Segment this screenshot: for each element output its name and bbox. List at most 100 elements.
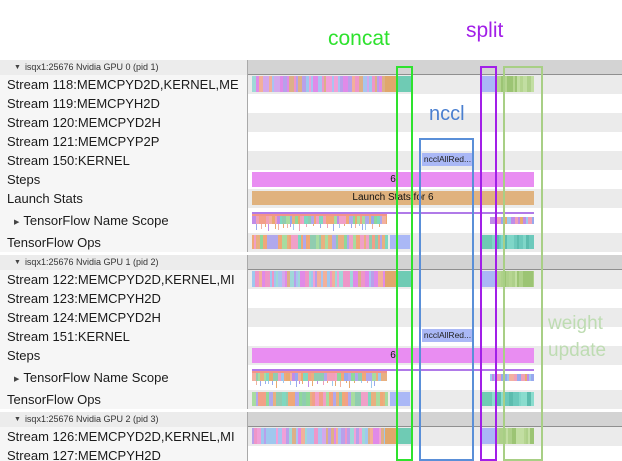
trace-segment [266,428,270,444]
nccl-op-event[interactable] [390,392,410,406]
op-event[interactable] [481,235,492,249]
trace-segment [260,373,264,381]
namescope-span-line[interactable] [252,369,534,371]
concat-event[interactable] [397,428,413,444]
trace-segment [266,373,269,381]
trace-segment [514,374,517,381]
trace-segment [283,76,287,92]
launch-stats-text: Launch Stats for 6 [352,192,434,203]
dense-events-cluster[interactable] [252,428,385,444]
track-label-cell[interactable]: ▶TensorFlow Name Scope [0,208,248,233]
dense-ops-cluster[interactable] [252,235,388,249]
namescope-events-cluster[interactable] [252,216,387,224]
section-gap [0,252,622,255]
trace-segment [289,235,291,249]
collapse-icon[interactable]: ▼ [14,64,21,71]
concat-event[interactable] [397,271,413,287]
trace-segment [385,392,388,406]
trace-segment [269,373,273,381]
memcpy-event[interactable] [385,271,397,287]
trace-segment [359,428,362,444]
track-label-cell: TensorFlow Ops [0,233,248,252]
dense-events-cluster[interactable] [252,76,385,92]
nccl-op-event[interactable] [390,235,410,249]
trace-segment [376,392,380,406]
trace-segment [337,216,339,224]
namescope-stem [374,381,375,386]
collapse-icon[interactable]: ▼ [14,259,21,266]
track-row: TensorFlow Ops [0,390,622,409]
trace-segment [302,216,304,224]
trace-segment [369,76,372,92]
nccl-event-bar[interactable]: ncclAllRed... [422,153,473,166]
steps-bar[interactable] [252,348,534,363]
trace-segment [515,271,517,287]
nccl-event-bar[interactable]: ncclAllRed... [422,329,473,342]
trace-segment [340,235,344,249]
trace-segment [338,235,340,249]
trace-segment [302,392,304,406]
trace-segment [318,76,322,92]
weight-ops-cluster[interactable] [492,235,534,249]
trace-segment [282,271,285,287]
trace-segment [298,271,300,287]
launch-stats-bar[interactable] [252,191,534,205]
trace-segment [492,374,494,381]
trace-segment [504,217,507,224]
namescope-span-line[interactable] [252,212,534,214]
namescope-stem [283,224,284,228]
dense-ops-cluster[interactable] [252,392,388,406]
trace-segment [321,235,325,249]
namescope-stem [275,224,276,229]
memcpy-event[interactable] [385,76,397,92]
trace-segment [291,235,295,249]
trace-segment [256,373,258,381]
weight-update-events-cluster[interactable] [497,271,534,287]
trace-segment [259,76,263,92]
namescope-stem [354,381,355,383]
gpu-section-header[interactable]: ▼isqx1:25676 Nvidia GPU 1 (pid 2) [0,255,622,270]
split-event[interactable] [481,76,496,92]
trace-segment [351,373,353,381]
trace-segment [523,392,527,406]
trace-segment [266,76,269,92]
trace-segment [326,428,328,444]
track-label-cell[interactable]: ▶TensorFlow Name Scope [0,365,248,390]
steps-bar[interactable] [252,172,534,187]
track-label-cell: Stream 151:KERNEL [0,327,248,346]
gpu-section-header[interactable]: ▼isqx1:25676 Nvidia GPU 2 (pid 3) [0,412,622,427]
track-label: Steps [7,348,41,363]
trace-segment [345,392,348,406]
track-row: Stream 123:MEMCPYH2D [0,289,622,308]
weight-update-events-cluster[interactable] [497,428,534,444]
gpu-section-header[interactable]: ▼isqx1:25676 Nvidia GPU 0 (pid 1) [0,60,622,75]
dense-events-cluster[interactable] [252,271,385,287]
trace-segment [307,428,310,444]
namescope-events-cluster[interactable] [252,373,387,381]
namescope-stem [332,381,333,386]
namescope-stem [344,224,345,226]
trace-segment [511,235,514,249]
trace-segment [324,76,326,92]
weight-update-events-cluster[interactable] [497,76,534,92]
split-annotation-label: split [466,19,504,42]
namescope-span-line[interactable] [252,214,387,216]
op-event[interactable] [481,392,492,406]
expand-icon[interactable]: ▶ [14,219,20,226]
namescope-span-line[interactable] [252,371,387,373]
memcpy-event[interactable] [385,428,397,444]
trace-segment [301,235,303,249]
trace-segment [386,216,387,224]
namescope-stem [276,381,277,388]
trace-segment [353,271,355,287]
concat-event[interactable] [397,76,413,92]
collapse-icon[interactable]: ▼ [14,416,21,423]
trace-segment [286,392,288,406]
track-timeline: ncclAllRed... [248,151,622,170]
split-event[interactable] [481,271,496,287]
split-event[interactable] [481,428,496,444]
weight-update-line1: weight [548,313,603,334]
trace-segment [254,235,256,249]
expand-icon[interactable]: ▶ [14,376,20,383]
